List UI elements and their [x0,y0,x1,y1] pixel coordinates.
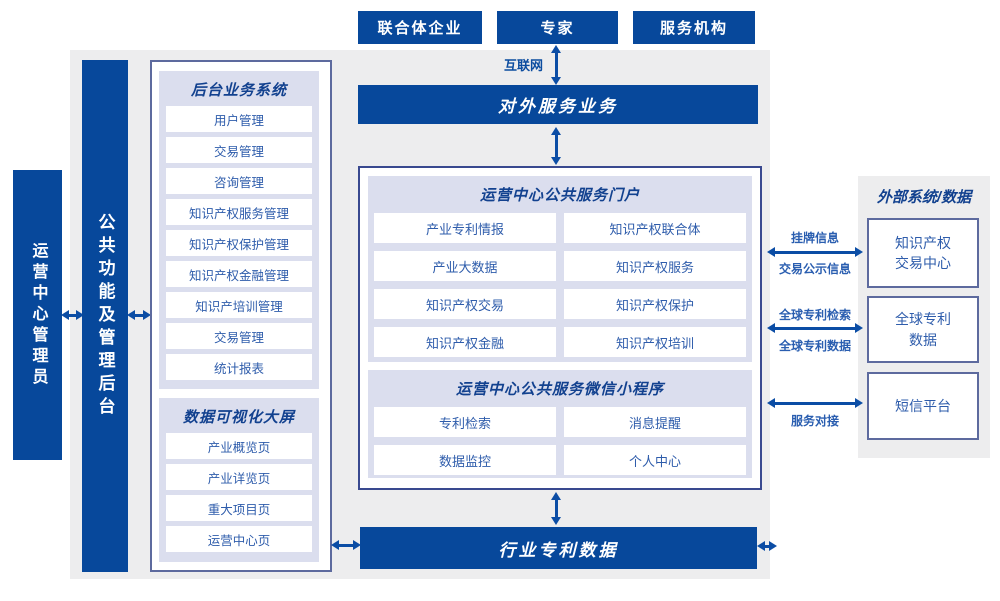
backend-item: 交易管理 [166,137,312,163]
external-systems-title: 外部系统/数据 [876,189,972,206]
admin-backend-arrow [61,310,84,320]
actor-label: 联合体企业 [377,20,463,37]
global-patent-search-label: 全球专利检索 [778,308,851,322]
public-backend-label: 公共功能及管理后台 [95,212,115,420]
actor-experts: 专家 [497,11,618,44]
portal-item: 知识产权培训 [564,327,746,357]
backend-item: 统计报表 [166,354,312,380]
backend-item: 知识产权金融管理 [166,261,312,287]
public-backend-bar: 公共功能及管理后台 [82,60,128,572]
portal-item: 产业大数据 [374,251,556,281]
miniprogram-panel: 运营中心公共服务微信小程序 专利检索 消息提醒 数据监控 个人中心 [368,370,752,478]
backend-system-list: 用户管理 交易管理 咨询管理 知识产权服务管理 知识产权保护管理 知识产权金融管… [159,100,319,380]
dashboard-item: 重大项目页 [166,495,312,521]
dashboard-patent-data-arrow [331,540,361,550]
data-dashboard-panel: 数据可视化大屏 产业概览页 产业详览页 重大项目页 运营中心页 [159,398,319,562]
backend-system-title: 后台业务系统 [190,82,287,99]
patent-data-right-arrow [757,541,777,551]
portal-item: 知识产权金融 [374,327,556,357]
industry-patent-data-label: 行业专利数据 [498,540,619,560]
sms-service-arrow [767,398,863,408]
industry-patent-data-bar: 行业专利数据 [360,527,757,569]
actor-label: 专家 [540,20,575,37]
external-service-label: 对外服务业务 [498,97,618,116]
portal-item: 知识产权交易 [374,289,556,319]
miniprogram-grid: 专利检索 消息提醒 数据监控 个人中心 [368,399,752,475]
portal-patent-data-arrow [549,492,563,525]
miniprogram-item: 个人中心 [564,445,746,475]
external-box-global-patent-data: 全球专利 数据 [867,296,979,363]
miniprogram-title: 运营中心公共服务微信小程序 [455,381,664,398]
internet-arrow [549,45,563,85]
backend-item: 交易管理 [166,323,312,349]
backend-item: 知识产权服务管理 [166,199,312,225]
listing-info-label: 挂牌信息 [790,231,839,245]
data-dashboard-list: 产业概览页 产业详览页 重大项目页 运营中心页 [159,427,319,552]
backend-item: 咨询管理 [166,168,312,194]
service-portal-arrow [549,127,563,165]
portal-grid: 产业专利情报 知识产权联合体 产业大数据 知识产权服务 知识产权交易 知识产权保… [368,205,752,357]
operation-center-admin-label: 运营中心管理员 [29,241,47,389]
internet-label: 互联网 [503,58,543,73]
portal-title: 运营中心公共服务门户 [479,187,640,204]
portal-panel: 运营中心公共服务门户 产业专利情报 知识产权联合体 产业大数据 知识产权服务 知… [368,176,752,362]
external-box-ip-trade-center: 知识产权 交易中心 [867,218,979,288]
portal-item: 知识产权服务 [564,251,746,281]
miniprogram-item: 专利检索 [374,407,556,437]
global-patent-data-label: 全球专利数据 [778,339,851,353]
portal-item: 知识产权保护 [564,289,746,319]
backend-system-panel: 后台业务系统 用户管理 交易管理 咨询管理 知识产权服务管理 知识产权保护管理 … [159,71,319,389]
actor-label: 服务机构 [659,20,728,37]
miniprogram-item: 消息提醒 [564,407,746,437]
dashboard-item: 运营中心页 [166,526,312,552]
backend-item: 知识产培训管理 [166,292,312,318]
trade-center-arrow [767,247,863,257]
dashboard-item: 产业概览页 [166,433,312,459]
backend-system-arrow [127,310,151,320]
global-patent-arrow [767,323,863,333]
external-box-line: 数据 [909,331,937,348]
external-box-line: 知识产权 [895,234,951,251]
external-box-line: 短信平台 [895,397,951,414]
external-box-line: 全球专利 [895,311,951,328]
external-box-line: 交易中心 [895,255,951,271]
service-connect-label: 服务对接 [790,414,839,428]
miniprogram-item: 数据监控 [374,445,556,475]
portal-item: 产业专利情报 [374,213,556,243]
actor-service-agencies: 服务机构 [633,11,755,44]
external-service-bar: 对外服务业务 [358,85,758,124]
data-dashboard-title: 数据可视化大屏 [182,409,295,426]
dashboard-item: 产业详览页 [166,464,312,490]
portal-item: 知识产权联合体 [564,213,746,243]
actor-consortium-enterprises: 联合体企业 [358,11,482,44]
backend-item: 知识产权保护管理 [166,230,312,256]
external-box-sms-platform: 短信平台 [867,372,979,440]
trade-publicity-label: 交易公示信息 [778,262,851,276]
backend-item: 用户管理 [166,106,312,132]
operation-center-admin-box: 运营中心管理员 [13,170,62,460]
